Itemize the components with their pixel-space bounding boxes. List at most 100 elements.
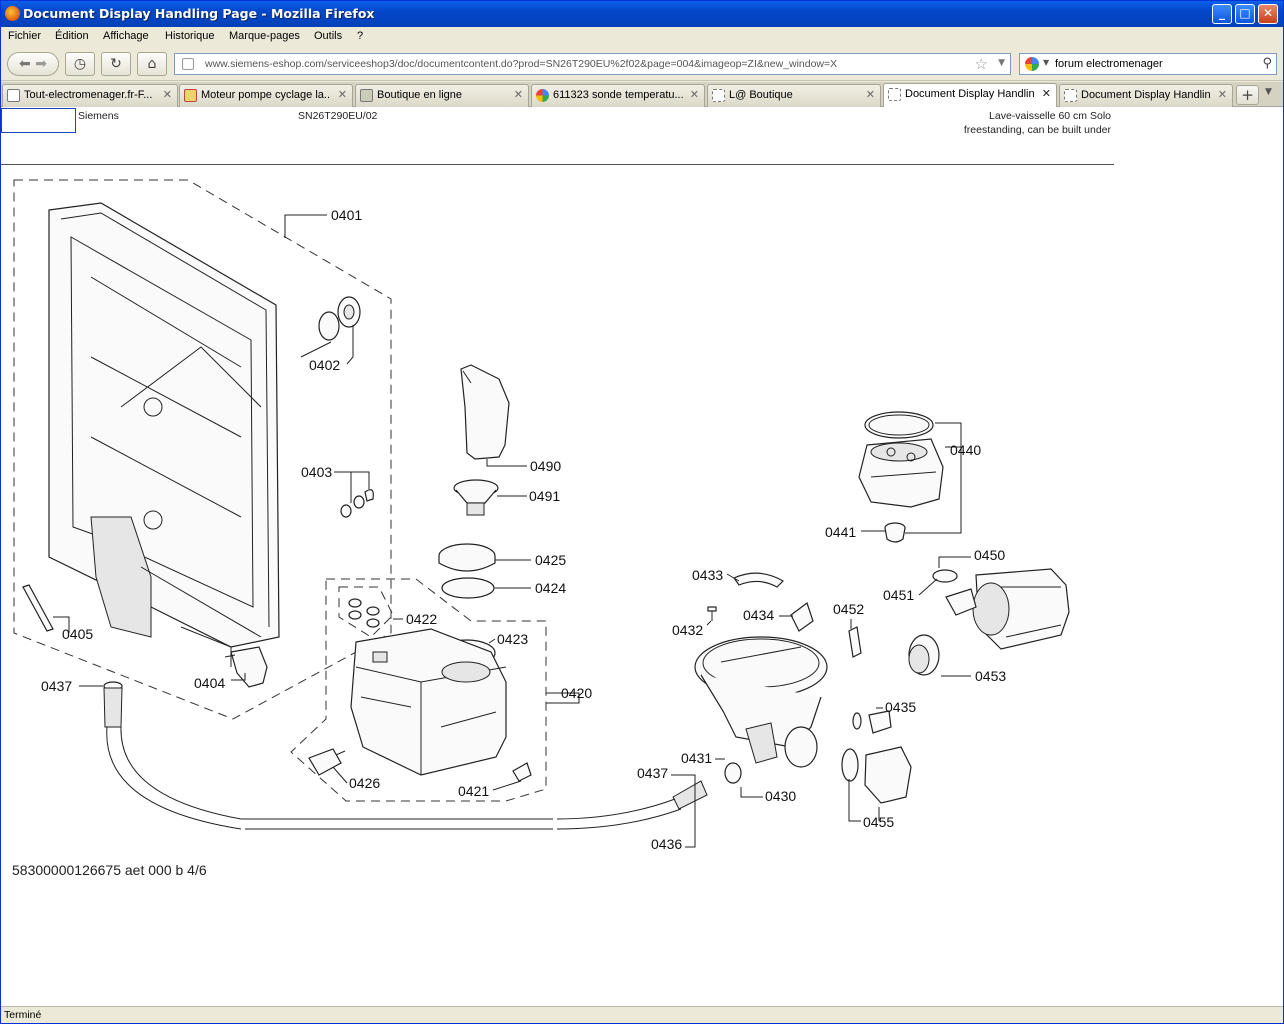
tab-611323-sonde[interactable]: 611323 sonde temperatu... ✕	[531, 84, 705, 107]
url-text[interactable]: www.siemens-eshop.com/serviceeshop3/doc/…	[205, 58, 838, 70]
address-bar[interactable]: www.siemens-eshop.com/serviceeshop3/doc/…	[174, 53, 1011, 75]
title-bar: Document Display Handling Page - Mozilla…	[1, 1, 1283, 27]
tab-document-display[interactable]: Document Display Handlin... ✕	[1059, 84, 1233, 107]
part-0402-seals	[318, 296, 361, 341]
tab-label: Document Display Handlin...	[1081, 89, 1211, 101]
tab-favicon	[360, 89, 373, 102]
page-content: Siemens SN26T290EU/02 Lave-vaisselle 60 …	[1, 107, 1283, 1006]
label-0422: 0422	[406, 611, 437, 627]
label-0453: 0453	[975, 668, 1006, 684]
search-icon[interactable]: ⚲	[1262, 56, 1272, 71]
label-0451: 0451	[883, 587, 914, 603]
status-bar: Terminé	[1, 1006, 1283, 1023]
clock-icon: ◷	[73, 56, 87, 72]
tab-boutique-en-ligne[interactable]: Boutique en ligne ✕	[355, 84, 529, 107]
label-0440: 0440	[950, 442, 981, 458]
tab-close-icon[interactable]: ✕	[337, 88, 347, 101]
tab-moteur-pompe[interactable]: Moteur pompe cyclage la... ✕	[179, 84, 353, 107]
label-0420: 0420	[561, 685, 592, 701]
search-input[interactable]: forum electromenager	[1055, 58, 1163, 70]
label-0441: 0441	[825, 524, 856, 540]
part-0426-valve	[308, 748, 346, 776]
part-0404-valve	[224, 646, 268, 688]
menu-marque-pages[interactable]: Marque-pages	[229, 30, 300, 42]
menu-edition[interactable]: Édition	[55, 30, 89, 42]
menu-help[interactable]: ?	[357, 30, 364, 42]
label-0430: 0430	[765, 788, 796, 804]
part-0435-sensor	[852, 710, 892, 734]
list-all-tabs-icon[interactable]: ▼	[1265, 87, 1272, 97]
label-0405: 0405	[62, 626, 93, 642]
tab-close-icon[interactable]: ✕	[689, 88, 699, 101]
search-engine-dropdown-icon[interactable]: ▼	[1043, 58, 1050, 67]
url-dropdown-icon[interactable]: ▼	[998, 58, 1005, 68]
tab-close-icon[interactable]: ✕	[865, 88, 875, 101]
tab-close-icon[interactable]: ✕	[513, 88, 523, 101]
label-0437-right: 0437	[637, 765, 668, 781]
leader-lines	[53, 214, 971, 848]
logo-placeholder	[1, 108, 76, 133]
part-0421-clip	[512, 762, 532, 782]
google-icon[interactable]	[1025, 57, 1039, 71]
history-button[interactable]: ◷	[65, 52, 95, 76]
back-forward-buttons[interactable]: ⬅ ➡	[7, 52, 59, 76]
tub-side-panel-part	[48, 202, 280, 667]
reload-icon: ↻	[110, 56, 122, 72]
tab-label: L@ Boutique	[729, 89, 793, 101]
status-text: Terminé	[4, 1009, 42, 1021]
part-0432-screw	[707, 606, 717, 621]
label-0421: 0421	[458, 783, 489, 799]
brand-name: Siemens	[78, 110, 119, 122]
model-number: SN26T290EU/02	[298, 110, 378, 122]
firefox-logo-icon	[5, 6, 20, 21]
tab-close-icon[interactable]: ✕	[1217, 88, 1227, 101]
tab-close-icon[interactable]: ✕	[1041, 87, 1051, 100]
label-0450: 0450	[974, 547, 1005, 563]
navigation-toolbar: ⬅ ➡ ◷ ↻ ⌂ www.siemens-eshop.com/servicee…	[1, 47, 1283, 81]
document-id: 58300000126675 aet 000 b 4/6	[12, 862, 207, 878]
tab-label: 611323 sonde temperatu...	[553, 89, 683, 101]
part-0425-cap	[438, 543, 496, 572]
label-0435: 0435	[885, 699, 916, 715]
new-tab-button[interactable]: +	[1236, 85, 1259, 105]
tab-favicon	[1064, 89, 1077, 102]
tab-tout-electromenager[interactable]: Tout-electromenager.fr-F... ✕	[2, 84, 178, 107]
part-0450-pump-motor	[945, 568, 1070, 650]
label-0423: 0423	[497, 631, 528, 647]
maximize-button[interactable]: □	[1235, 4, 1255, 24]
minimize-button[interactable]: _	[1212, 4, 1232, 24]
tab-favicon	[184, 89, 197, 102]
label-0403: 0403	[301, 464, 332, 480]
tab-l-boutique[interactable]: L@ Boutique ✕	[707, 84, 881, 107]
tab-document-display-active[interactable]: Document Display Handlin... ✕	[883, 83, 1057, 108]
group-outline-0422	[338, 586, 394, 638]
part-0424-ring	[441, 577, 495, 599]
label-0434: 0434	[743, 607, 774, 623]
search-bar[interactable]: ▼ forum electromenager ⚲	[1019, 53, 1277, 75]
label-0425: 0425	[535, 552, 566, 568]
google-icon	[536, 89, 549, 102]
part-0436-drain-hose	[556, 780, 708, 830]
menu-historique[interactable]: Historique	[165, 30, 215, 42]
label-0452: 0452	[833, 601, 864, 617]
forward-arrow-icon[interactable]: ➡	[35, 56, 47, 72]
bookmark-star-icon[interactable]: ☆	[974, 55, 988, 73]
close-button[interactable]: ✕	[1258, 4, 1278, 24]
group-outline-softener	[290, 578, 547, 802]
part-0490-jug	[460, 364, 510, 460]
site-identity-icon[interactable]	[182, 58, 194, 70]
part-0491-funnel	[453, 479, 499, 516]
home-button[interactable]: ⌂	[137, 52, 167, 76]
tab-label: Boutique en ligne	[377, 89, 463, 101]
tab-label: Document Display Handlin...	[905, 88, 1035, 100]
back-arrow-icon[interactable]: ⬅	[19, 56, 31, 72]
tab-favicon	[712, 89, 725, 102]
part-0433-bracket	[733, 572, 784, 588]
menu-outils[interactable]: Outils	[314, 30, 343, 42]
reload-button[interactable]: ↻	[101, 52, 131, 76]
label-0436: 0436	[651, 836, 682, 852]
menu-fichier[interactable]: Fichier	[8, 30, 42, 42]
menu-affichage[interactable]: Affichage	[103, 30, 149, 42]
tab-close-icon[interactable]: ✕	[162, 88, 172, 101]
